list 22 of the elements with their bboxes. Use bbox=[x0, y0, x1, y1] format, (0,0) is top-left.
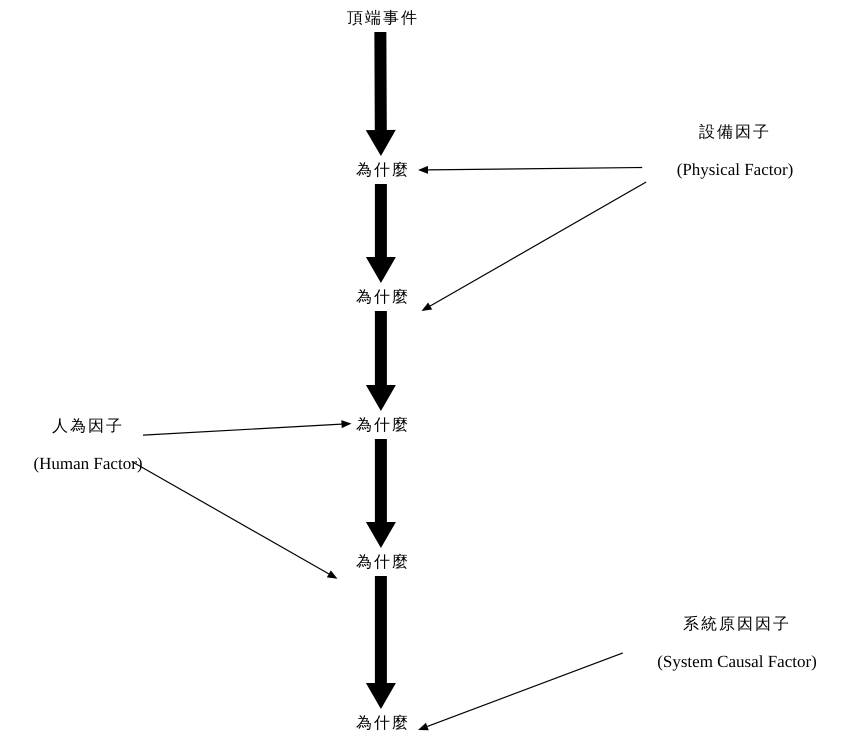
node-label: 系統原因因子 bbox=[683, 614, 791, 634]
english-label: (Human Factor) bbox=[33, 454, 143, 474]
arrow bbox=[143, 420, 352, 436]
arrow bbox=[418, 166, 642, 174]
node-label: 為什麼 bbox=[356, 713, 410, 733]
thick-arrow bbox=[366, 576, 396, 709]
english-label: (Physical Factor) bbox=[676, 160, 794, 180]
arrow bbox=[418, 652, 624, 730]
node-label: 為什麼 bbox=[356, 287, 410, 307]
thick-arrow bbox=[366, 311, 396, 411]
node-label: 頂端事件 bbox=[347, 8, 419, 28]
thick-arrow bbox=[366, 439, 396, 548]
node-label: 為什麼 bbox=[356, 160, 410, 180]
node-label: 人為因子 bbox=[52, 416, 124, 436]
arrow bbox=[131, 460, 338, 579]
thick-arrow bbox=[366, 32, 396, 156]
node-label: 為什麼 bbox=[356, 415, 410, 435]
thick-arrow bbox=[366, 184, 396, 283]
node-label: 為什麼 bbox=[356, 552, 410, 572]
english-label: (System Causal Factor) bbox=[657, 652, 817, 672]
arrow bbox=[422, 182, 646, 311]
node-label: 設備因子 bbox=[699, 122, 771, 142]
